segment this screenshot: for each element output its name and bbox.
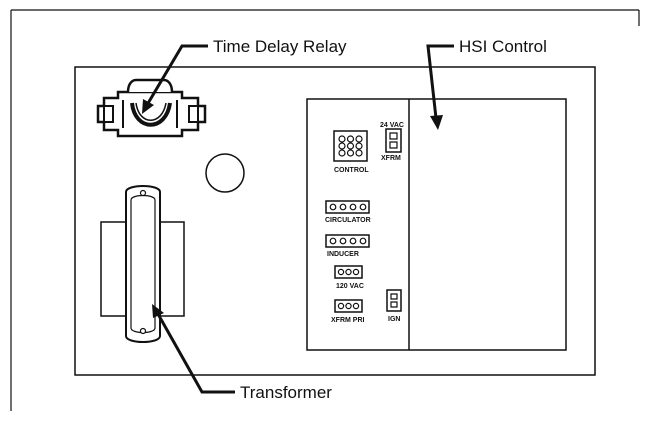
- line-voltage-connector: [334, 265, 363, 279]
- line-voltage-label: 120 VAC: [336, 283, 364, 290]
- panel-hole: [205, 153, 245, 193]
- circulator-label: CIRCULATOR: [325, 217, 371, 224]
- hsi-control-board: [306, 98, 567, 351]
- inducer-connector: [325, 234, 370, 248]
- time-delay-relay: [96, 78, 207, 138]
- xfrm-connector: [385, 128, 402, 153]
- circulator-connector: [325, 200, 370, 214]
- time-delay-relay-leader: [142, 44, 208, 114]
- page-frame: [10, 9, 640, 411]
- ign-label: IGN: [388, 316, 400, 323]
- xfrm-label: XFRM: [381, 155, 401, 162]
- inducer-label: INDUCER: [327, 251, 359, 258]
- ign-connector: [386, 289, 402, 312]
- transformer-callout: Transformer: [240, 383, 332, 402]
- transformer-leader: [152, 304, 235, 394]
- supply-voltage-label: 24 VAC: [380, 122, 404, 129]
- control-label: CONTROL: [334, 167, 369, 174]
- xfrm-pri-label: XFRM PRI: [331, 317, 365, 324]
- hsi-control-callout: HSI Control: [459, 37, 547, 56]
- xfrm-pri-connector: [334, 299, 363, 313]
- transformer: [100, 185, 185, 343]
- control-connector: [333, 130, 368, 162]
- hsi-control-leader: [426, 44, 454, 130]
- time-delay-relay-callout: Time Delay Relay: [213, 37, 347, 56]
